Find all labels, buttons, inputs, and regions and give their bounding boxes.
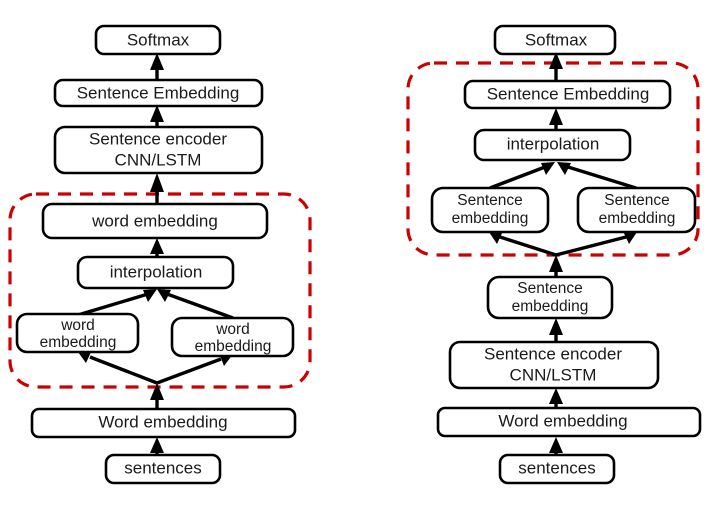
left-diagram: Softmax Sentence Embedding Sentence enco… (8, 24, 312, 485)
right-arrow-left-sentence-embedding-to-interpolation (489, 162, 555, 190)
left-node-word-embedding-left-label-line2: embedding (40, 334, 117, 351)
right-node-sentence-embedding-mid-label-line1: Sentence (517, 280, 583, 297)
right-node-sentence-encoder-label-line1: Sentence encoder (484, 344, 622, 363)
right-arrow-junction-to-right-sentence-embedding (555, 231, 637, 257)
left-node-interpolation[interactable]: interpolation (76, 255, 235, 290)
right-node-sentences[interactable]: sentences (498, 453, 616, 485)
left-node-sentences[interactable]: sentences (104, 453, 222, 485)
left-node-sentence-encoder[interactable]: Sentence encoder CNN/LSTM (53, 125, 264, 175)
right-arrow-mid-sentence-embedding-to-junction (549, 255, 563, 277)
left-node-softmax-label: Softmax (127, 30, 190, 49)
right-node-sentence-encoder[interactable]: Sentence encoder CNN/LSTM (448, 340, 660, 390)
left-node-word-embedding-right-label-line2: embedding (195, 338, 272, 355)
left-arrow-left-word-embedding-to-interpolation (77, 289, 157, 317)
right-arrow-sentences-to-word-embedding (549, 437, 563, 455)
right-node-interpolation-label: interpolation (507, 134, 600, 153)
left-node-word-embedding-in[interactable]: Word embedding (30, 407, 297, 439)
left-node-word-embedding-right[interactable]: word embedding (170, 316, 295, 358)
left-node-word-embedding-right-label-line1: word (215, 321, 250, 338)
left-node-word-embedding-left[interactable]: word embedding (15, 312, 140, 354)
left-node-sentences-label: sentences (124, 458, 202, 477)
right-node-sentence-embedding-right[interactable]: Sentence embedding (576, 186, 697, 234)
right-arrow-encoder-to-mid-sentence-embedding (549, 318, 563, 342)
left-node-word-embedding-out-label: word embedding (91, 211, 218, 230)
right-node-word-embedding-label: Word embedding (498, 411, 627, 430)
right-node-softmax[interactable]: Softmax (493, 24, 617, 56)
right-node-word-embedding[interactable]: Word embedding (436, 406, 702, 438)
right-node-sentence-embedding-left-label-line1: Sentence (457, 192, 523, 209)
left-node-softmax[interactable]: Softmax (94, 24, 222, 56)
left-node-sentence-encoder-label-line1: Sentence encoder (89, 129, 227, 148)
left-node-word-embedding-in-label: Word embedding (98, 412, 227, 431)
left-arrow-junction-to-left-word-embedding (78, 350, 158, 385)
left-arrow-encoder-to-sentence-embedding (150, 105, 164, 127)
right-node-sentence-embedding-right-label-line2: embedding (599, 210, 676, 227)
right-node-sentence-embedding-left[interactable]: Sentence embedding (430, 186, 550, 234)
right-node-sentence-embedding-left-label-line2: embedding (452, 210, 529, 227)
right-arrow-word-embedding-to-encoder (549, 388, 563, 408)
left-node-sentence-embedding-label: Sentence Embedding (77, 83, 240, 102)
left-arrow-base-word-embedding-to-junction (150, 383, 164, 409)
left-node-word-embedding-out[interactable]: word embedding (41, 202, 269, 240)
right-arrow-sentence-embedding-to-softmax (549, 52, 563, 81)
right-diagram: Softmax Sentence Embedding interpolation… (406, 24, 702, 485)
left-arrow-right-word-embedding-to-interpolation (157, 289, 234, 320)
left-arrow-word-embedding-to-encoder (150, 173, 164, 204)
right-node-sentences-label: sentences (518, 458, 596, 477)
right-node-interpolation[interactable]: interpolation (473, 128, 632, 162)
left-node-interpolation-label: interpolation (110, 262, 203, 281)
right-node-sentence-embedding-right-label-line1: Sentence (604, 192, 670, 209)
left-arrow-junction-to-right-word-embedding (156, 353, 233, 385)
right-node-sentence-encoder-label-line2: CNN/LSTM (510, 365, 597, 384)
left-arrow-sentence-embedding-to-softmax (150, 53, 164, 79)
left-arrow-interpolation-to-word-embedding (150, 238, 164, 257)
right-node-sentence-embedding-mid[interactable]: Sentence embedding (486, 275, 614, 320)
right-node-sentence-embedding-out-label: Sentence Embedding (487, 84, 650, 103)
right-node-softmax-label: Softmax (525, 30, 588, 49)
left-group-highlight (8, 192, 312, 389)
left-arrow-sentences-to-word-embedding (150, 437, 164, 455)
left-node-word-embedding-left-label-line1: word (60, 317, 95, 334)
right-node-sentence-embedding-out[interactable]: Sentence Embedding (463, 79, 672, 110)
right-arrow-junction-to-left-sentence-embedding (489, 231, 557, 257)
right-arrow-interpolation-to-sentence-embedding (549, 108, 563, 130)
right-node-sentence-embedding-mid-label-line2: embedding (512, 298, 589, 315)
left-node-sentence-encoder-label-line2: CNN/LSTM (115, 150, 202, 169)
left-node-sentence-embedding[interactable]: Sentence Embedding (53, 78, 264, 108)
right-arrow-right-sentence-embedding-to-interpolation (557, 162, 637, 190)
